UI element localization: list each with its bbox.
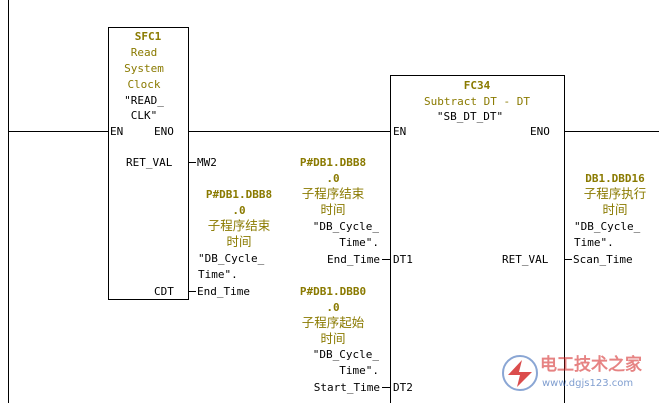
fc34-dt2-comment-line1: 子程序起始 [301,315,365,330]
fc34-dt1-symbol-line1: "DB_Cycle_ [312,220,379,233]
fc34-pin-ret-val: RET_VAL [502,253,549,266]
sfc1-desc-line1: Read [130,46,158,59]
sfc1-cdt-symbol-line1: "DB_Cycle_ [198,252,265,265]
sfc1-ret-val-operand[interactable]: MW2 [197,156,217,169]
fc34-dt2-symbol-line2: Time". [339,364,379,377]
fc34-name: FC34 [463,79,491,92]
fc34-ret-comment-line1: 子程序执行 [583,186,647,201]
fc34-symbol: "SB_DT_DT" [436,110,504,123]
sfc1-pin-en: EN [110,125,124,138]
fc34-dt1-address: P#DB1.DBB8 [299,156,367,169]
sfc1-cdt-comment-line2: 时间 [226,234,252,249]
fc34-ret-symbol-line1: "DB_Cycle_ [574,220,641,233]
fc34-ret-comment-line2: 时间 [602,202,628,217]
sfc1-pin-cdt: CDT [154,285,174,298]
watermark-url: www.dgjs123.com [542,378,634,389]
sfc1-cdt-address: P#DB1.DBB8 [205,188,273,201]
watermark-brand: 电工技术之家 [540,355,642,375]
fc34-dt2-address: P#DB1.DBB0 [299,285,367,298]
fc34-dt1-comment-line1: 子程序结束 [301,186,365,201]
fc34-dt2-comment-line2: 时间 [320,331,346,346]
watermark: 电工技术之家 www.dgjs123.com [500,347,658,401]
fc34-dt1-bit: .0 [326,172,340,185]
fc34-dt1-operand[interactable]: End_Time [327,253,380,266]
fc34-pin-dt2: DT2 [393,381,413,394]
sfc1-cdt-bit: .0 [232,204,246,217]
fc34-pin-en: EN [393,125,407,138]
sfc1-block[interactable] [108,27,189,300]
sfc1-desc-line2: System [124,62,164,75]
watermark-logo-icon [502,355,538,391]
fc34-pin-dt1: DT1 [393,253,413,266]
sfc1-cdt-symbol-line2: Time". [198,268,238,281]
sfc1-symbol-line2: CLK" [130,109,158,122]
sfc1-name: SFC1 [134,30,162,43]
sfc1-pin-ret-val: RET_VAL [126,156,173,169]
fc34-desc: Subtract DT - DT [424,95,530,108]
fc34-ret-operand[interactable]: Scan_Time [573,253,633,266]
fc34-dt2-operand[interactable]: Start_Time [313,381,380,394]
fc34-block[interactable] [390,75,565,403]
fc34-dt2-bit: .0 [326,301,340,314]
sfc1-cdt-operand[interactable]: End_Time [197,285,250,298]
sfc1-cdt-comment-line1: 子程序结束 [207,218,271,233]
fc34-pin-eno: ENO [530,125,550,138]
fc34-dt2-symbol-line1: "DB_Cycle_ [312,348,379,361]
fc34-ret-address: DB1.DBD16 [585,172,645,185]
sfc1-symbol-line1: "READ_ [124,94,164,107]
fc34-ret-symbol-line2: Time". [574,236,614,249]
sfc1-desc-line3: Clock [127,78,161,91]
sfc1-pin-eno: ENO [154,125,174,138]
fc34-dt1-comment-line2: 时间 [320,202,346,217]
fc34-dt1-symbol-line2: Time". [339,236,379,249]
